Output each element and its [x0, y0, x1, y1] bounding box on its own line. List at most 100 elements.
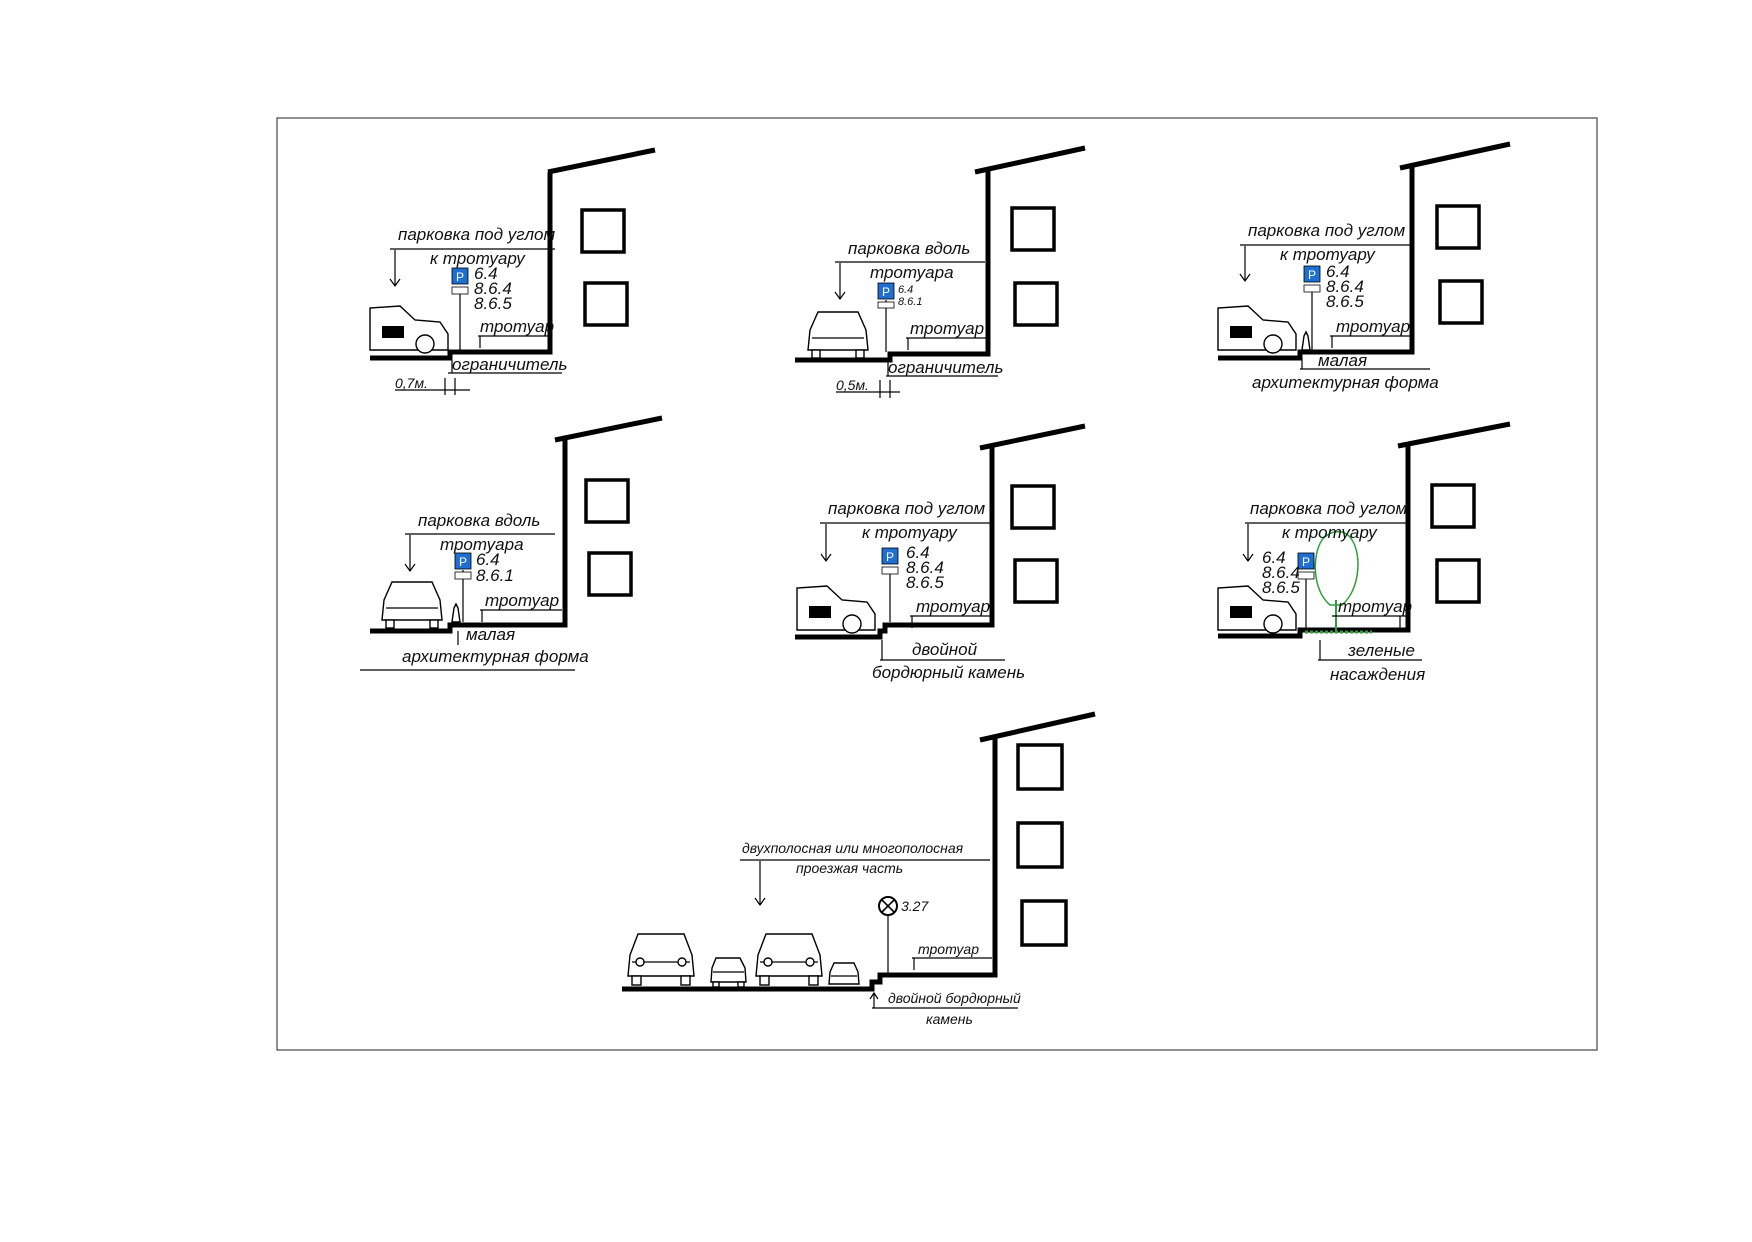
- panel-3: P 6.4 8.6.4 8.6.5 парковка под углом к т…: [1217, 141, 1511, 392]
- sign-code: 6.4: [1326, 262, 1350, 281]
- sign-code: 8.6.4: [1326, 277, 1364, 296]
- sign-code: 6.4: [476, 550, 500, 569]
- roof-line: [1399, 141, 1511, 171]
- window: [580, 208, 626, 254]
- car-side-view: [369, 305, 449, 354]
- panel-7: 3.27 двухполосная или многополосная прое…: [622, 711, 1096, 1027]
- car-front-view: [807, 311, 869, 359]
- feature-label: двойной: [912, 640, 978, 659]
- feature-label: зеленые: [1347, 641, 1415, 660]
- panel-title: парковка под углом: [398, 225, 555, 244]
- window: [1013, 281, 1059, 327]
- panel-6: P 6.4 8.6.4 8.6.5 парковка под углом к т…: [1217, 421, 1511, 684]
- building-wall-ground: [370, 438, 568, 634]
- panel-title: парковка вдоль: [418, 511, 540, 530]
- window: [1435, 204, 1481, 250]
- sign-letter: P: [459, 555, 467, 569]
- building-wall-ground: [1218, 444, 1411, 639]
- parking-sign-icon: [454, 552, 472, 570]
- panel-title: парковка под углом: [828, 499, 985, 518]
- panel-title: парковка под углом: [1248, 221, 1405, 240]
- bollard-icon: [1301, 330, 1311, 351]
- window: [1438, 279, 1484, 325]
- feature-label: архитектурная форма: [1252, 373, 1439, 392]
- car-front-view-large: [755, 933, 823, 986]
- panel-title: тротуара: [440, 535, 524, 554]
- building-wall-ground: [1218, 166, 1415, 361]
- sign-code: 8.6.4: [1262, 563, 1300, 582]
- window: [1013, 558, 1059, 604]
- feature-label: ограничитель: [888, 358, 1003, 377]
- roof-line: [974, 145, 1086, 175]
- tree-icon: [1305, 531, 1372, 634]
- window: [1016, 743, 1064, 791]
- sign-letter: P: [1308, 268, 1316, 282]
- feature-label: малая: [466, 625, 515, 644]
- sign-code: 6.4: [898, 284, 913, 296]
- sign-code: 3.27: [901, 898, 929, 914]
- car-side-view: [796, 585, 876, 634]
- panel-2: P 6.4 8.6.1 парковка вдоль тротуара трот…: [795, 145, 1086, 398]
- panel-1: P 6.4 8.6.4 8.6.5 парковка под углом к т…: [369, 147, 656, 395]
- panel-title: парковка под углом: [1250, 499, 1407, 518]
- car-front-view: [381, 581, 443, 629]
- sidewalk-label: тротуар: [1336, 317, 1410, 336]
- sign-code: 8.6.1: [476, 566, 514, 585]
- car-rear-view-small: [828, 962, 860, 985]
- car-side-view: [1217, 305, 1297, 354]
- sidewalk-label: тротуар: [918, 941, 979, 957]
- parking-sign-icon: [451, 267, 469, 285]
- window: [587, 551, 633, 597]
- roof-line: [979, 423, 1086, 451]
- drawing-frame: [276, 117, 1598, 1051]
- parking-sign-icon: [881, 547, 899, 565]
- sign-code: 8.6.5: [474, 294, 512, 313]
- roof-line: [979, 711, 1096, 743]
- sign-plate-icon: [1297, 571, 1315, 580]
- feature-label: двойной бордюрный: [888, 990, 1021, 1006]
- window: [1020, 899, 1068, 947]
- feature-label: малая: [1318, 351, 1367, 370]
- sign-code: 8.6.5: [906, 573, 944, 592]
- building-wall-ground: [622, 738, 998, 992]
- window: [1016, 821, 1064, 869]
- sign-plate-icon: [451, 286, 469, 295]
- car-side-view: [1217, 585, 1297, 634]
- window: [1430, 483, 1476, 529]
- building-wall-ground: [795, 170, 991, 363]
- sign-code: 8.6.4: [906, 558, 944, 577]
- panel-4: P 6.4 8.6.1 парковка вдоль тротуара трот…: [360, 415, 663, 671]
- panel-title: к тротуару: [430, 249, 526, 268]
- building-wall-ground: [795, 446, 995, 640]
- feature-label: бордюрный камень: [872, 663, 1025, 682]
- panel-title: к тротуару: [1282, 523, 1378, 542]
- panel-title: двухполосная или многополосная: [742, 840, 964, 856]
- parking-sign-icon: [877, 282, 895, 300]
- sign-code: 6.4: [1262, 548, 1286, 567]
- sign-letter: P: [886, 550, 894, 564]
- sign-plate-icon: [881, 566, 899, 575]
- sign-letter: P: [1302, 555, 1310, 569]
- feature-label: ограничитель: [452, 355, 567, 374]
- sidewalk-label: тротуар: [910, 319, 984, 338]
- sign-code: 8.6.4: [474, 279, 512, 298]
- sign-code: 8.6.5: [1262, 578, 1300, 597]
- sign-plate-icon: [454, 571, 472, 580]
- parking-sign-icon: [1297, 552, 1315, 570]
- sidewalk-label: тротуар: [485, 591, 559, 610]
- window: [1010, 206, 1056, 252]
- feature-label: архитектурная форма: [402, 647, 589, 666]
- parking-sign-icon: [1303, 265, 1321, 283]
- sign-letter: P: [882, 285, 890, 299]
- sign-code: 8.6.5: [1326, 292, 1364, 311]
- building-wall-ground: [370, 172, 553, 361]
- panel-title: парковка вдоль: [848, 239, 970, 258]
- window: [1435, 558, 1481, 604]
- sign-code: 6.4: [474, 264, 498, 283]
- sidewalk-label: тротуар: [916, 597, 990, 616]
- sidewalk-label: тротуар: [1338, 597, 1412, 616]
- feature-label: камень: [926, 1011, 973, 1027]
- dimension-label: 0,5м.: [836, 377, 869, 393]
- feature-label: насаждения: [1330, 665, 1425, 684]
